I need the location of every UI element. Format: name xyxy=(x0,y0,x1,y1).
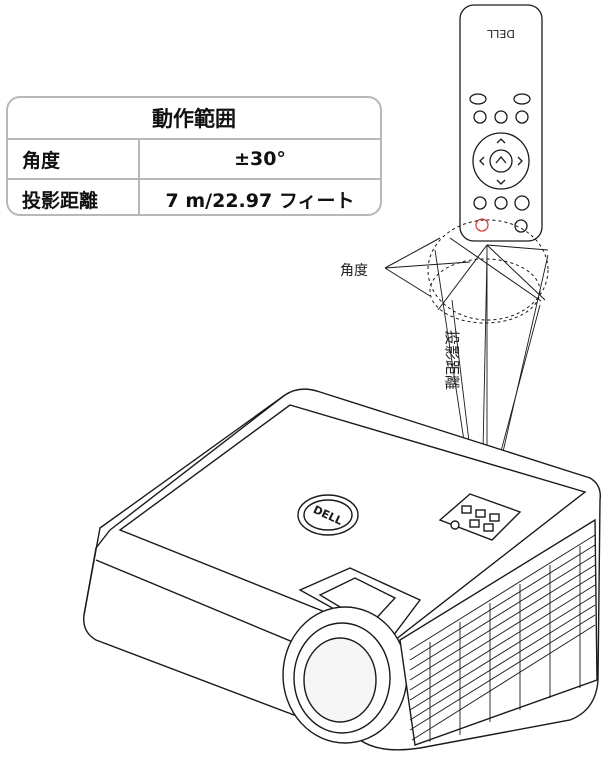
table-row-distance: 投影距離 7 m/22.97 フィート xyxy=(8,178,380,214)
angle-label: 角度 xyxy=(340,263,368,279)
vent-grille xyxy=(409,534,596,742)
table-row-angle: 角度 ±30° xyxy=(8,138,380,178)
table-title: 動作範囲 xyxy=(152,107,236,131)
row-label: 角度 xyxy=(8,140,140,178)
row-label: 投影距離 xyxy=(8,180,140,214)
remote-control: DELL xyxy=(459,4,543,242)
row-value: ±30° xyxy=(234,148,286,170)
svg-text:DELL: DELL xyxy=(486,27,515,40)
row-value: 7 m/22.97 フィート xyxy=(165,189,355,212)
angle-guides xyxy=(384,219,549,324)
operating-range-table: 動作範囲 角度 ±30° 投影距離 7 m/22.97 フィート xyxy=(6,96,382,216)
distance-label: 投影距離 xyxy=(443,330,461,391)
projector: DELL xyxy=(83,388,601,751)
